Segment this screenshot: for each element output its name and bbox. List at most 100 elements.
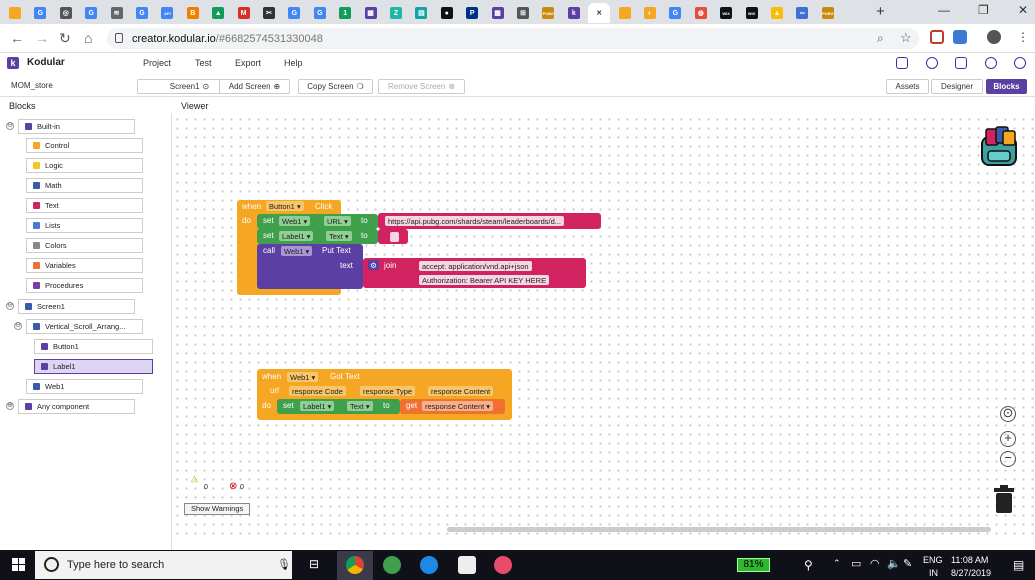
designer-button[interactable]: Designer — [931, 79, 983, 94]
settings-icon[interactable] — [1014, 57, 1026, 69]
browser-tab[interactable]: ⊞ — [512, 3, 534, 23]
zoom-in-icon[interactable]: + — [1000, 431, 1016, 447]
browser-menu-icon[interactable]: ⋮ — [1017, 30, 1029, 44]
music-app-icon[interactable] — [494, 556, 512, 574]
param-response-code[interactable]: response Code — [289, 386, 346, 396]
extension-red-icon[interactable] — [930, 30, 944, 44]
new-tab-button[interactable]: + — [876, 3, 885, 20]
back-icon[interactable]: ← — [10, 30, 24, 46]
tree-item[interactable]: Colors — [26, 238, 143, 253]
property-dropdown[interactable]: Text ▾ — [326, 231, 352, 241]
tree-item[interactable]: Math — [26, 178, 143, 193]
browser-tab[interactable]: ✂ — [258, 3, 280, 23]
tree-item[interactable]: Logic — [26, 158, 143, 173]
browser-tab[interactable]: k — [563, 3, 585, 23]
windows-start-icon[interactable] — [12, 558, 25, 571]
component-dropdown[interactable]: Web1 ▾ — [287, 372, 319, 382]
language-ime[interactable]: ENG — [923, 555, 943, 565]
browser-tab[interactable]: G — [131, 3, 153, 23]
browser-tab[interactable]: ◍ — [690, 3, 712, 23]
browser-tab[interactable]: ▦ — [360, 3, 382, 23]
tree-item[interactable]: Built-in — [18, 119, 135, 134]
show-hidden-icons[interactable]: ⌃ — [833, 558, 841, 568]
browser-tab[interactable]: G — [29, 3, 51, 23]
tree-item[interactable]: Vertical_Scroll_Arrang... — [26, 319, 143, 334]
browser-tab[interactable]: WIX — [741, 3, 763, 23]
menu-project[interactable]: Project — [143, 58, 172, 68]
notifications-icon[interactable]: ▤ — [1013, 558, 1025, 572]
microphone-icon[interactable]: 🎙 — [277, 559, 291, 571]
task-view-icon[interactable]: ⊟ — [309, 557, 320, 571]
tree-item[interactable]: Variables — [26, 258, 143, 273]
browser-tab[interactable]: M — [233, 3, 255, 23]
blocks-workspace[interactable]: when Button1 ▾ Click do set Web1 ▾ URL ▾… — [173, 115, 1035, 535]
copy-screen-button[interactable]: Copy Screen❍ — [298, 79, 373, 94]
pen-icon[interactable]: ✎ — [903, 558, 913, 570]
tree-toggle-icon[interactable]: ⊕ — [6, 402, 14, 410]
tree-toggle-icon[interactable]: ⊖ — [6, 122, 14, 130]
tree-item[interactable]: Lists — [26, 218, 143, 233]
property-dropdown[interactable]: Text ▾ — [347, 401, 373, 411]
url-string-value[interactable]: https://api.pubg.com/shards/steam/leader… — [385, 216, 565, 226]
remove-screen-button[interactable]: Remove Screen⊗ — [378, 79, 465, 94]
component-dropdown[interactable]: Web1 ▾ — [279, 216, 311, 226]
component-dropdown[interactable]: Button1 ▾ — [266, 201, 304, 211]
show-warnings-button[interactable]: Show Warnings — [184, 503, 251, 515]
star-icon[interactable]: ☆ — [900, 30, 912, 45]
component-dropdown[interactable]: Label1 ▾ — [279, 231, 314, 241]
android-studio-icon[interactable] — [383, 556, 401, 574]
network-icon[interactable]: ▭ — [851, 558, 862, 570]
tree-item[interactable]: Control — [26, 138, 143, 153]
browser-tab[interactable]: ◐ — [639, 3, 661, 23]
browser-tab[interactable]: WIX — [715, 3, 737, 23]
browser-tab[interactable]: PUBG — [537, 3, 559, 23]
browser-tab[interactable]: ✕ — [588, 3, 611, 23]
blocks-button[interactable]: Blocks — [986, 79, 1027, 94]
browser-tab[interactable]: ▤ — [410, 3, 432, 23]
volume-icon[interactable]: 🔈 — [887, 558, 901, 570]
property-dropdown[interactable]: URL ▾ — [324, 216, 351, 226]
recenter-icon[interactable]: ⊙ — [1000, 406, 1016, 422]
component-dropdown[interactable]: Web1 ▾ — [281, 246, 313, 256]
dollar-icon[interactable] — [985, 57, 997, 69]
backpack-icon[interactable] — [976, 125, 1022, 170]
add-screen-button[interactable]: Add Screen⊕ — [219, 79, 290, 94]
screen-select[interactable]: Screen1⊙ — [137, 79, 242, 94]
browser-tab[interactable]: G — [80, 3, 102, 23]
browser-tab[interactable]: ≋ — [106, 3, 128, 23]
gallery-icon[interactable] — [926, 57, 938, 69]
tree-toggle-icon[interactable]: ⊖ — [14, 322, 22, 330]
tree-toggle-icon[interactable]: ⊖ — [6, 302, 14, 310]
edge-icon[interactable] — [420, 556, 438, 574]
clock-time[interactable]: 11:08 AM — [951, 555, 989, 565]
empty-string-value[interactable] — [390, 232, 399, 242]
browser-tab[interactable] — [4, 3, 26, 23]
menu-test[interactable]: Test — [195, 58, 212, 68]
variable-dropdown[interactable]: response Content ▾ — [422, 401, 494, 411]
gear-icon[interactable]: ⚙ — [368, 260, 379, 270]
chrome-icon[interactable] — [346, 556, 364, 574]
menu-help[interactable]: Help — [284, 58, 303, 68]
tree-item[interactable]: Any component — [18, 399, 135, 414]
horizontal-scrollbar[interactable] — [447, 527, 991, 532]
set-label1-text-block[interactable] — [277, 399, 400, 414]
browser-tab[interactable]: ▲ — [207, 3, 229, 23]
file-explorer-icon[interactable] — [458, 556, 476, 574]
browser-tab[interactable]: API — [156, 3, 178, 23]
extension-blue-icon[interactable] — [953, 30, 967, 44]
docs-icon[interactable] — [955, 57, 967, 69]
url-input[interactable]: creator.kodular.io/#6682574531330048 ⌕ ☆ — [107, 28, 919, 49]
tree-item[interactable]: Label1 — [34, 359, 153, 374]
profile-avatar-icon[interactable] — [987, 30, 1001, 44]
trash-icon[interactable] — [993, 485, 1015, 513]
browser-tab[interactable] — [614, 3, 636, 23]
browser-tab[interactable]: ▦ — [487, 3, 509, 23]
assets-button[interactable]: Assets — [886, 79, 929, 94]
param-response-content[interactable]: response Content — [428, 386, 494, 396]
join-string-b[interactable]: Authorization: Bearer API KEY HERE — [419, 275, 550, 285]
battery-indicator[interactable]: 81% — [737, 558, 770, 572]
tree-item[interactable]: Procedures — [26, 278, 143, 293]
menu-export[interactable]: Export — [235, 58, 262, 68]
component-dropdown[interactable]: Label1 ▾ — [300, 401, 335, 411]
people-icon[interactable]: ⚲ — [804, 558, 813, 572]
